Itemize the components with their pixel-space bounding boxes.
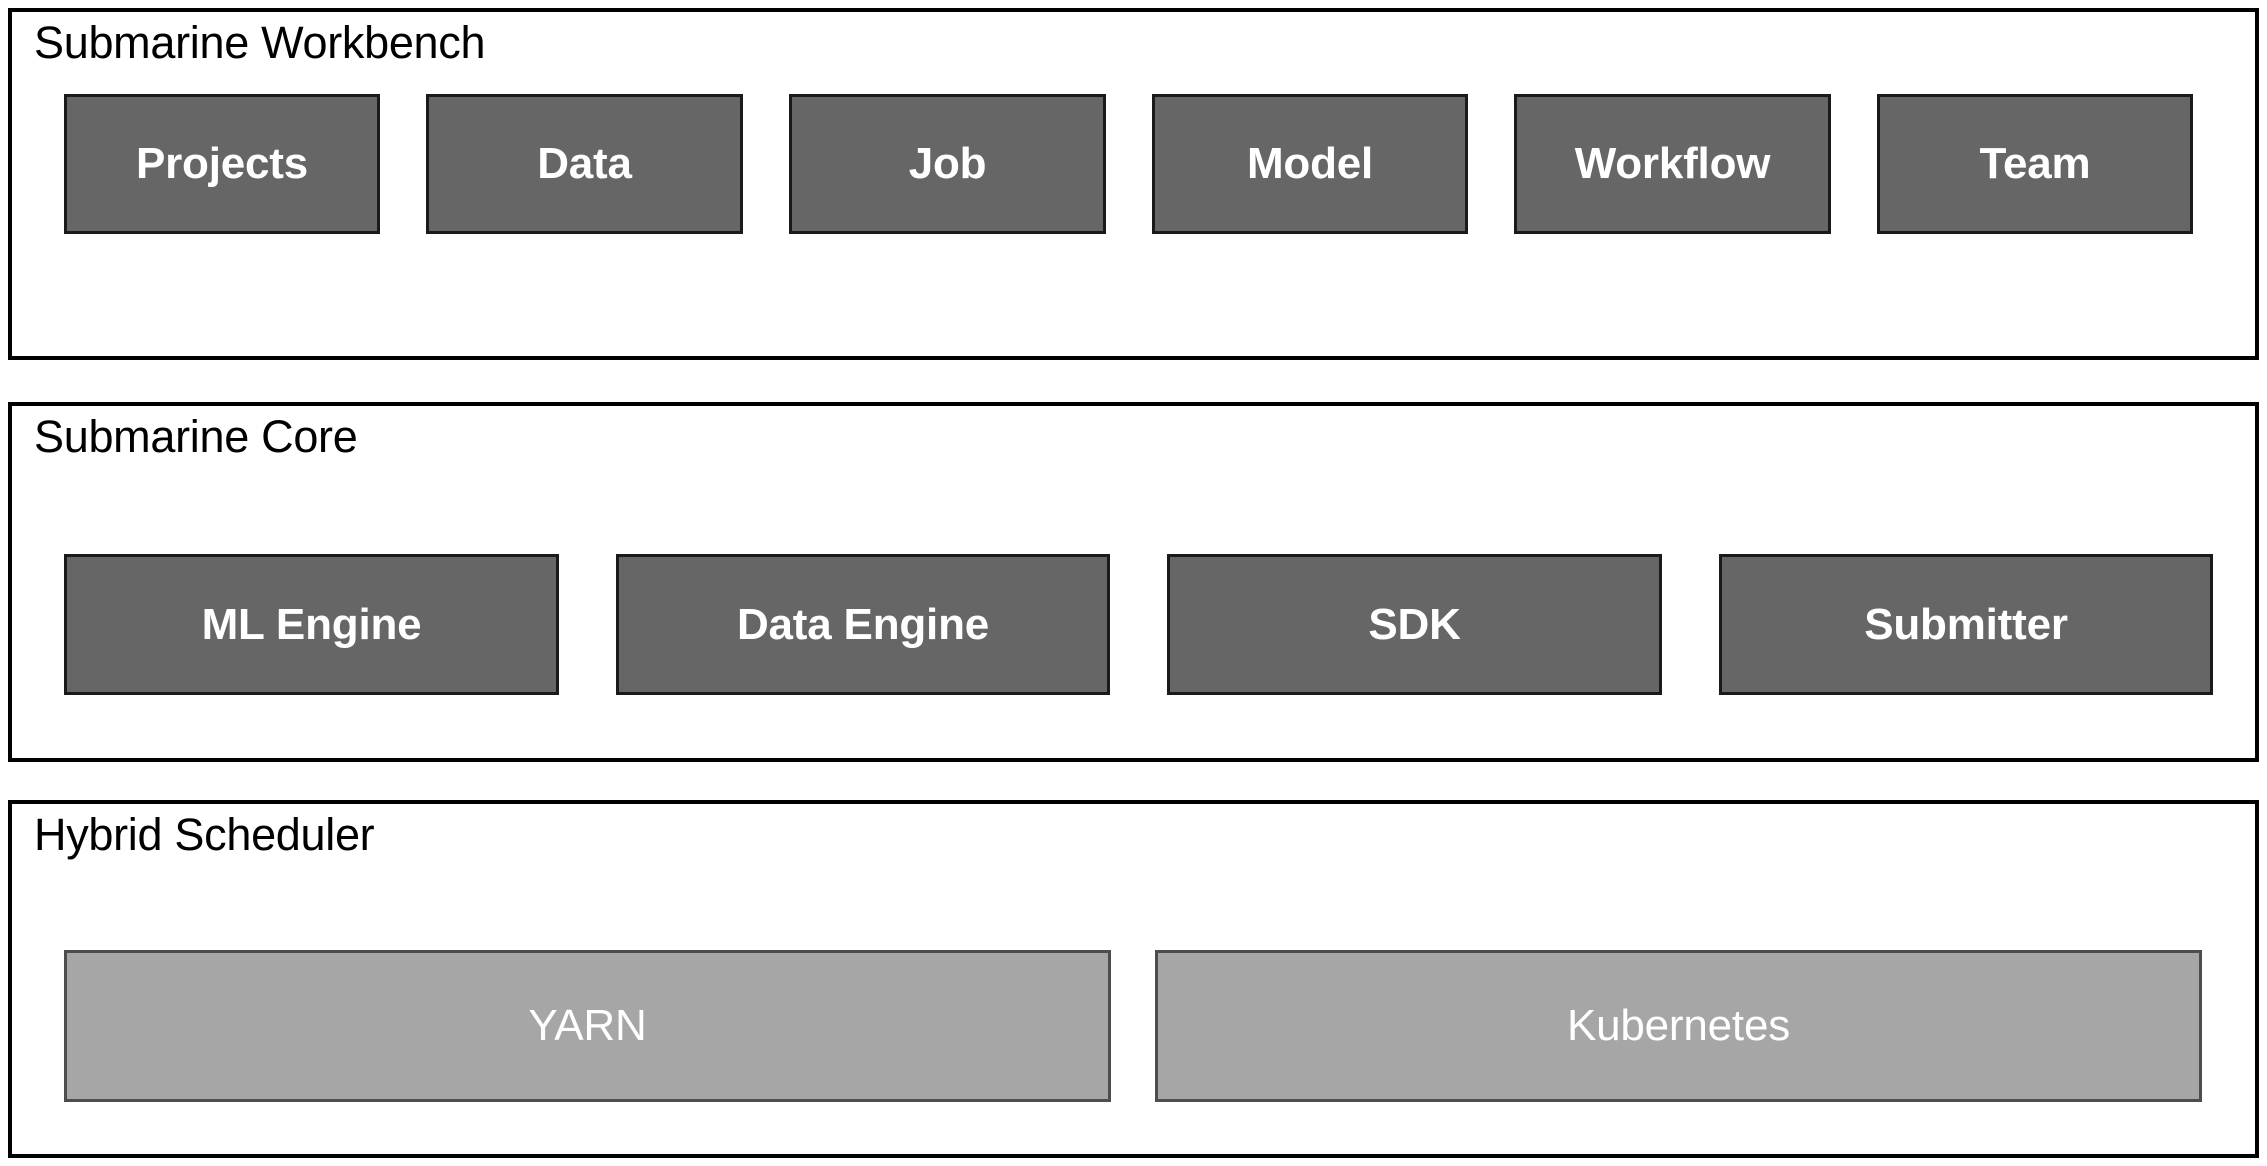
node-projects[interactable]: Projects bbox=[64, 94, 380, 234]
node-submitter[interactable]: Submitter bbox=[1719, 554, 2213, 695]
node-ml-engine[interactable]: ML Engine bbox=[64, 554, 559, 695]
layer-title-submarine-workbench: Submarine Workbench bbox=[34, 17, 486, 68]
node-row-hybrid-scheduler: YARN Kubernetes bbox=[12, 950, 2255, 1102]
node-label-ml-engine: ML Engine bbox=[201, 599, 422, 649]
node-team[interactable]: Team bbox=[1877, 94, 2193, 234]
node-label-yarn: YARN bbox=[528, 1001, 647, 1050]
node-row-submarine-core: ML Engine Data Engine SDK Submitter bbox=[12, 554, 2255, 695]
node-label-workflow: Workflow bbox=[1574, 139, 1771, 188]
layer-panel-submarine-workbench: Submarine Workbench Projects Data Job Mo… bbox=[8, 8, 2259, 360]
layer-panel-hybrid-scheduler: Hybrid Scheduler YARN Kubernetes bbox=[8, 800, 2259, 1158]
node-job[interactable]: Job bbox=[789, 94, 1106, 234]
node-label-team: Team bbox=[1979, 139, 2091, 188]
node-kubernetes[interactable]: Kubernetes bbox=[1155, 950, 2202, 1102]
node-label-job: Job bbox=[908, 139, 987, 188]
node-label-data: Data bbox=[537, 139, 632, 188]
node-label-submitter: Submitter bbox=[1864, 599, 2068, 649]
node-data[interactable]: Data bbox=[426, 94, 743, 234]
layer-panel-submarine-core: Submarine Core ML Engine Data Engine SDK… bbox=[8, 402, 2259, 762]
node-row-submarine-workbench: Projects Data Job Model Workflow Team bbox=[12, 94, 2255, 234]
node-label-projects: Projects bbox=[135, 139, 309, 188]
node-workflow[interactable]: Workflow bbox=[1514, 94, 1831, 234]
node-label-sdk: SDK bbox=[1368, 599, 1461, 649]
node-model[interactable]: Model bbox=[1152, 94, 1468, 234]
layer-title-hybrid-scheduler: Hybrid Scheduler bbox=[34, 809, 375, 860]
node-label-model: Model bbox=[1246, 139, 1374, 188]
node-data-engine[interactable]: Data Engine bbox=[616, 554, 1110, 695]
node-sdk[interactable]: SDK bbox=[1167, 554, 1662, 695]
node-label-data-engine: Data Engine bbox=[736, 599, 990, 649]
node-yarn[interactable]: YARN bbox=[64, 950, 1111, 1102]
node-label-kubernetes: Kubernetes bbox=[1566, 1001, 1791, 1050]
layer-title-submarine-core: Submarine Core bbox=[34, 411, 358, 462]
